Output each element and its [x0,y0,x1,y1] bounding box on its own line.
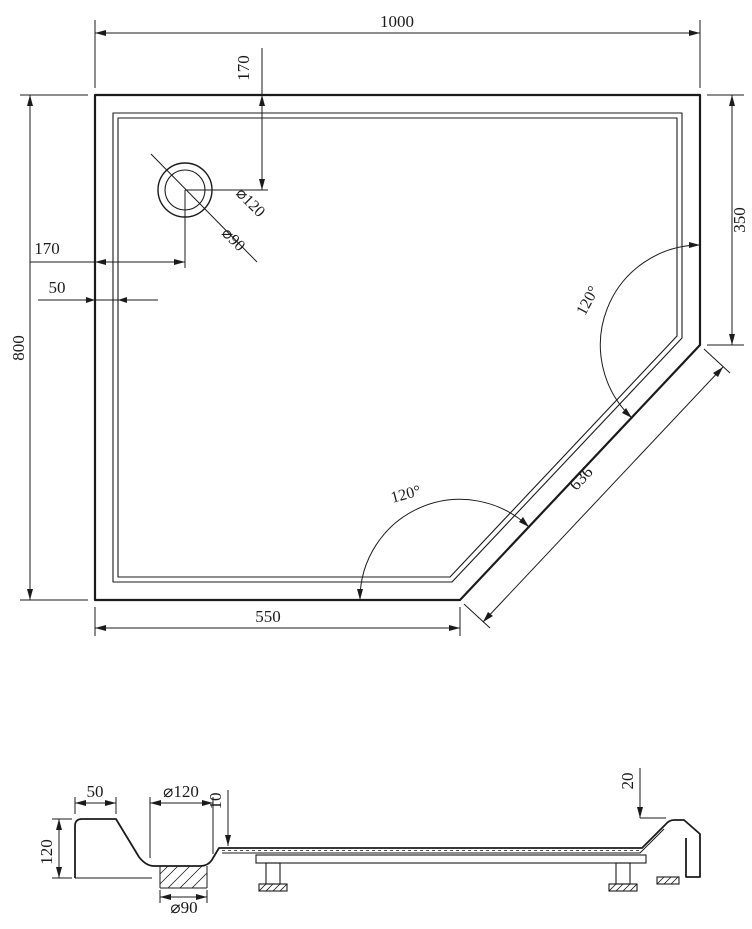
section-hatching [159,865,679,892]
dim-bottom-edge: 550 [255,607,281,626]
section-tray-profile [74,818,701,878]
dim-overall-height: 800 [9,335,28,361]
dim-section-floor-step: 10 [206,793,225,810]
support-leg-left [265,862,281,885]
angle-arc-bottom [359,498,530,601]
tray-rim-inner-edge [112,112,683,583]
section-view: 50 ⌀120 10 20 120 ⌀90 [37,768,701,917]
dim-overall-width: 1000 [380,12,414,31]
dim-section-drain-top-dia: ⌀120 [163,782,199,801]
support-foot-right [608,883,638,892]
support-foot-left [258,883,288,892]
dim-section-tray-height: 120 [37,839,56,865]
tray-outer-outline [93,93,702,602]
dim-drain-inner-dia: ⌀90 [218,225,248,255]
dim-diagonal-edge: 636 [565,462,596,494]
drain-leader-line [150,153,258,263]
dim-corner-angle-right: 120° [573,283,602,318]
section-underside-lines [75,828,665,889]
plan-view: 1000 800 170 170 50 350 550 636 120° 120… [9,12,749,636]
plan-dimension-arrowheads [27,30,735,631]
dim-right-edge: 350 [730,207,749,233]
dim-drain-from-top: 170 [234,55,253,81]
plan-dimension-lines [20,20,744,636]
dim-rim-width: 50 [49,278,66,297]
section-dimension-lines [52,768,666,903]
support-frame-bar [255,854,647,864]
angle-arc-right [599,244,701,419]
dim-section-edge-height: 20 [618,773,637,790]
support-foot-far-right [656,876,680,885]
dim-drain-from-left: 170 [34,239,60,258]
support-leg-right [615,862,631,885]
section-dimension-arrowheads [56,800,643,900]
dim-corner-angle-bottom: 120° [389,483,423,507]
dim-section-rim-width: 50 [87,782,104,801]
tray-floor-edge [117,117,678,578]
dim-section-drain-bottom-dia: ⌀90 [170,898,197,917]
